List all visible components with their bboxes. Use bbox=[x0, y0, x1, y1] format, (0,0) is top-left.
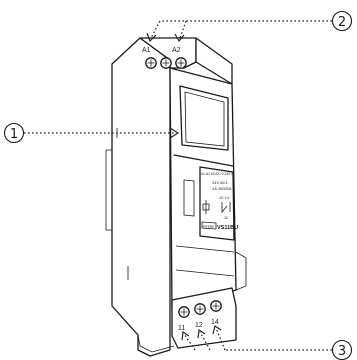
front-divider bbox=[173, 154, 234, 167]
module-side-panel bbox=[111, 37, 171, 357]
screw-11-slot bbox=[180, 308, 188, 316]
lower-seam-1 bbox=[175, 245, 235, 253]
lower-side-step bbox=[235, 251, 247, 291]
bottom-screws bbox=[178, 300, 222, 318]
callout-2-arrowhead-a1 bbox=[146, 32, 157, 42]
label-contacts: 12 14 bbox=[219, 195, 230, 200]
callout-3-leader-12 bbox=[199, 331, 211, 351]
callout-2-leader-a2 bbox=[179, 20, 187, 39]
led-window bbox=[183, 179, 195, 217]
callout-1-arrowhead bbox=[169, 127, 180, 139]
din-rail-notch bbox=[105, 149, 112, 231]
screw-a1-slot bbox=[147, 59, 155, 67]
callout-2-arrowhead-a2 bbox=[174, 33, 185, 42]
label-panel-outline bbox=[199, 166, 235, 241]
callout-3-number: 3 bbox=[338, 344, 346, 359]
screw-14-slot bbox=[212, 302, 220, 310]
callout-1: 1 bbox=[3, 122, 180, 144]
lower-seam-2 bbox=[175, 269, 235, 277]
brand-box bbox=[201, 221, 217, 230]
callout-3-leader-11 bbox=[183, 333, 196, 351]
side-clip bbox=[137, 334, 175, 353]
callout-3-arrowhead-12 bbox=[197, 329, 206, 339]
label-line1: A1-A2 AC/DC 9-240 V bbox=[201, 171, 233, 176]
callout-3: 3 bbox=[181, 325, 353, 360]
relay-module: A1 A2 A1-A2 AC/DC 9-240 V 24V AC1 1A 400… bbox=[105, 37, 247, 357]
terminal-label-14: 14 bbox=[211, 319, 219, 326]
top-screws bbox=[145, 57, 187, 69]
front-cover-window bbox=[179, 85, 229, 151]
screw-a2-slot bbox=[177, 59, 185, 67]
callout-3-arrowhead-14 bbox=[212, 325, 222, 335]
callout-1-number: 1 bbox=[10, 127, 18, 142]
terminal-label-11: 11 bbox=[178, 325, 185, 332]
callout-1-circle bbox=[3, 122, 25, 144]
contact-schematic bbox=[202, 200, 231, 214]
callout-3-arrowhead-11 bbox=[181, 331, 190, 341]
screw-12-slot bbox=[196, 305, 204, 313]
callout-2: 2 bbox=[146, 10, 353, 42]
terminal-label-a1: A1 bbox=[142, 47, 151, 54]
callout-2-leader-a1 bbox=[150, 20, 161, 39]
model-number: VS11BU bbox=[217, 225, 238, 231]
front-cover-inner bbox=[184, 91, 225, 147]
brand-logo: Finder bbox=[203, 224, 215, 229]
label-line3: 1A 4000VA bbox=[212, 186, 232, 191]
callout-2-circle bbox=[331, 10, 353, 32]
front-label-panel: A1-A2 AC/DC 9-240 V 24V AC1 1A 4000VA 12… bbox=[199, 166, 238, 241]
callout-2-number: 2 bbox=[338, 15, 346, 30]
terminal-label-12: 12 bbox=[195, 322, 203, 329]
terminal-label-a2: A2 bbox=[172, 47, 181, 54]
label-contact-bottom: 11 bbox=[224, 215, 229, 220]
screw-mid-slot bbox=[162, 59, 170, 67]
label-line2: 24V AC1 bbox=[212, 180, 229, 185]
